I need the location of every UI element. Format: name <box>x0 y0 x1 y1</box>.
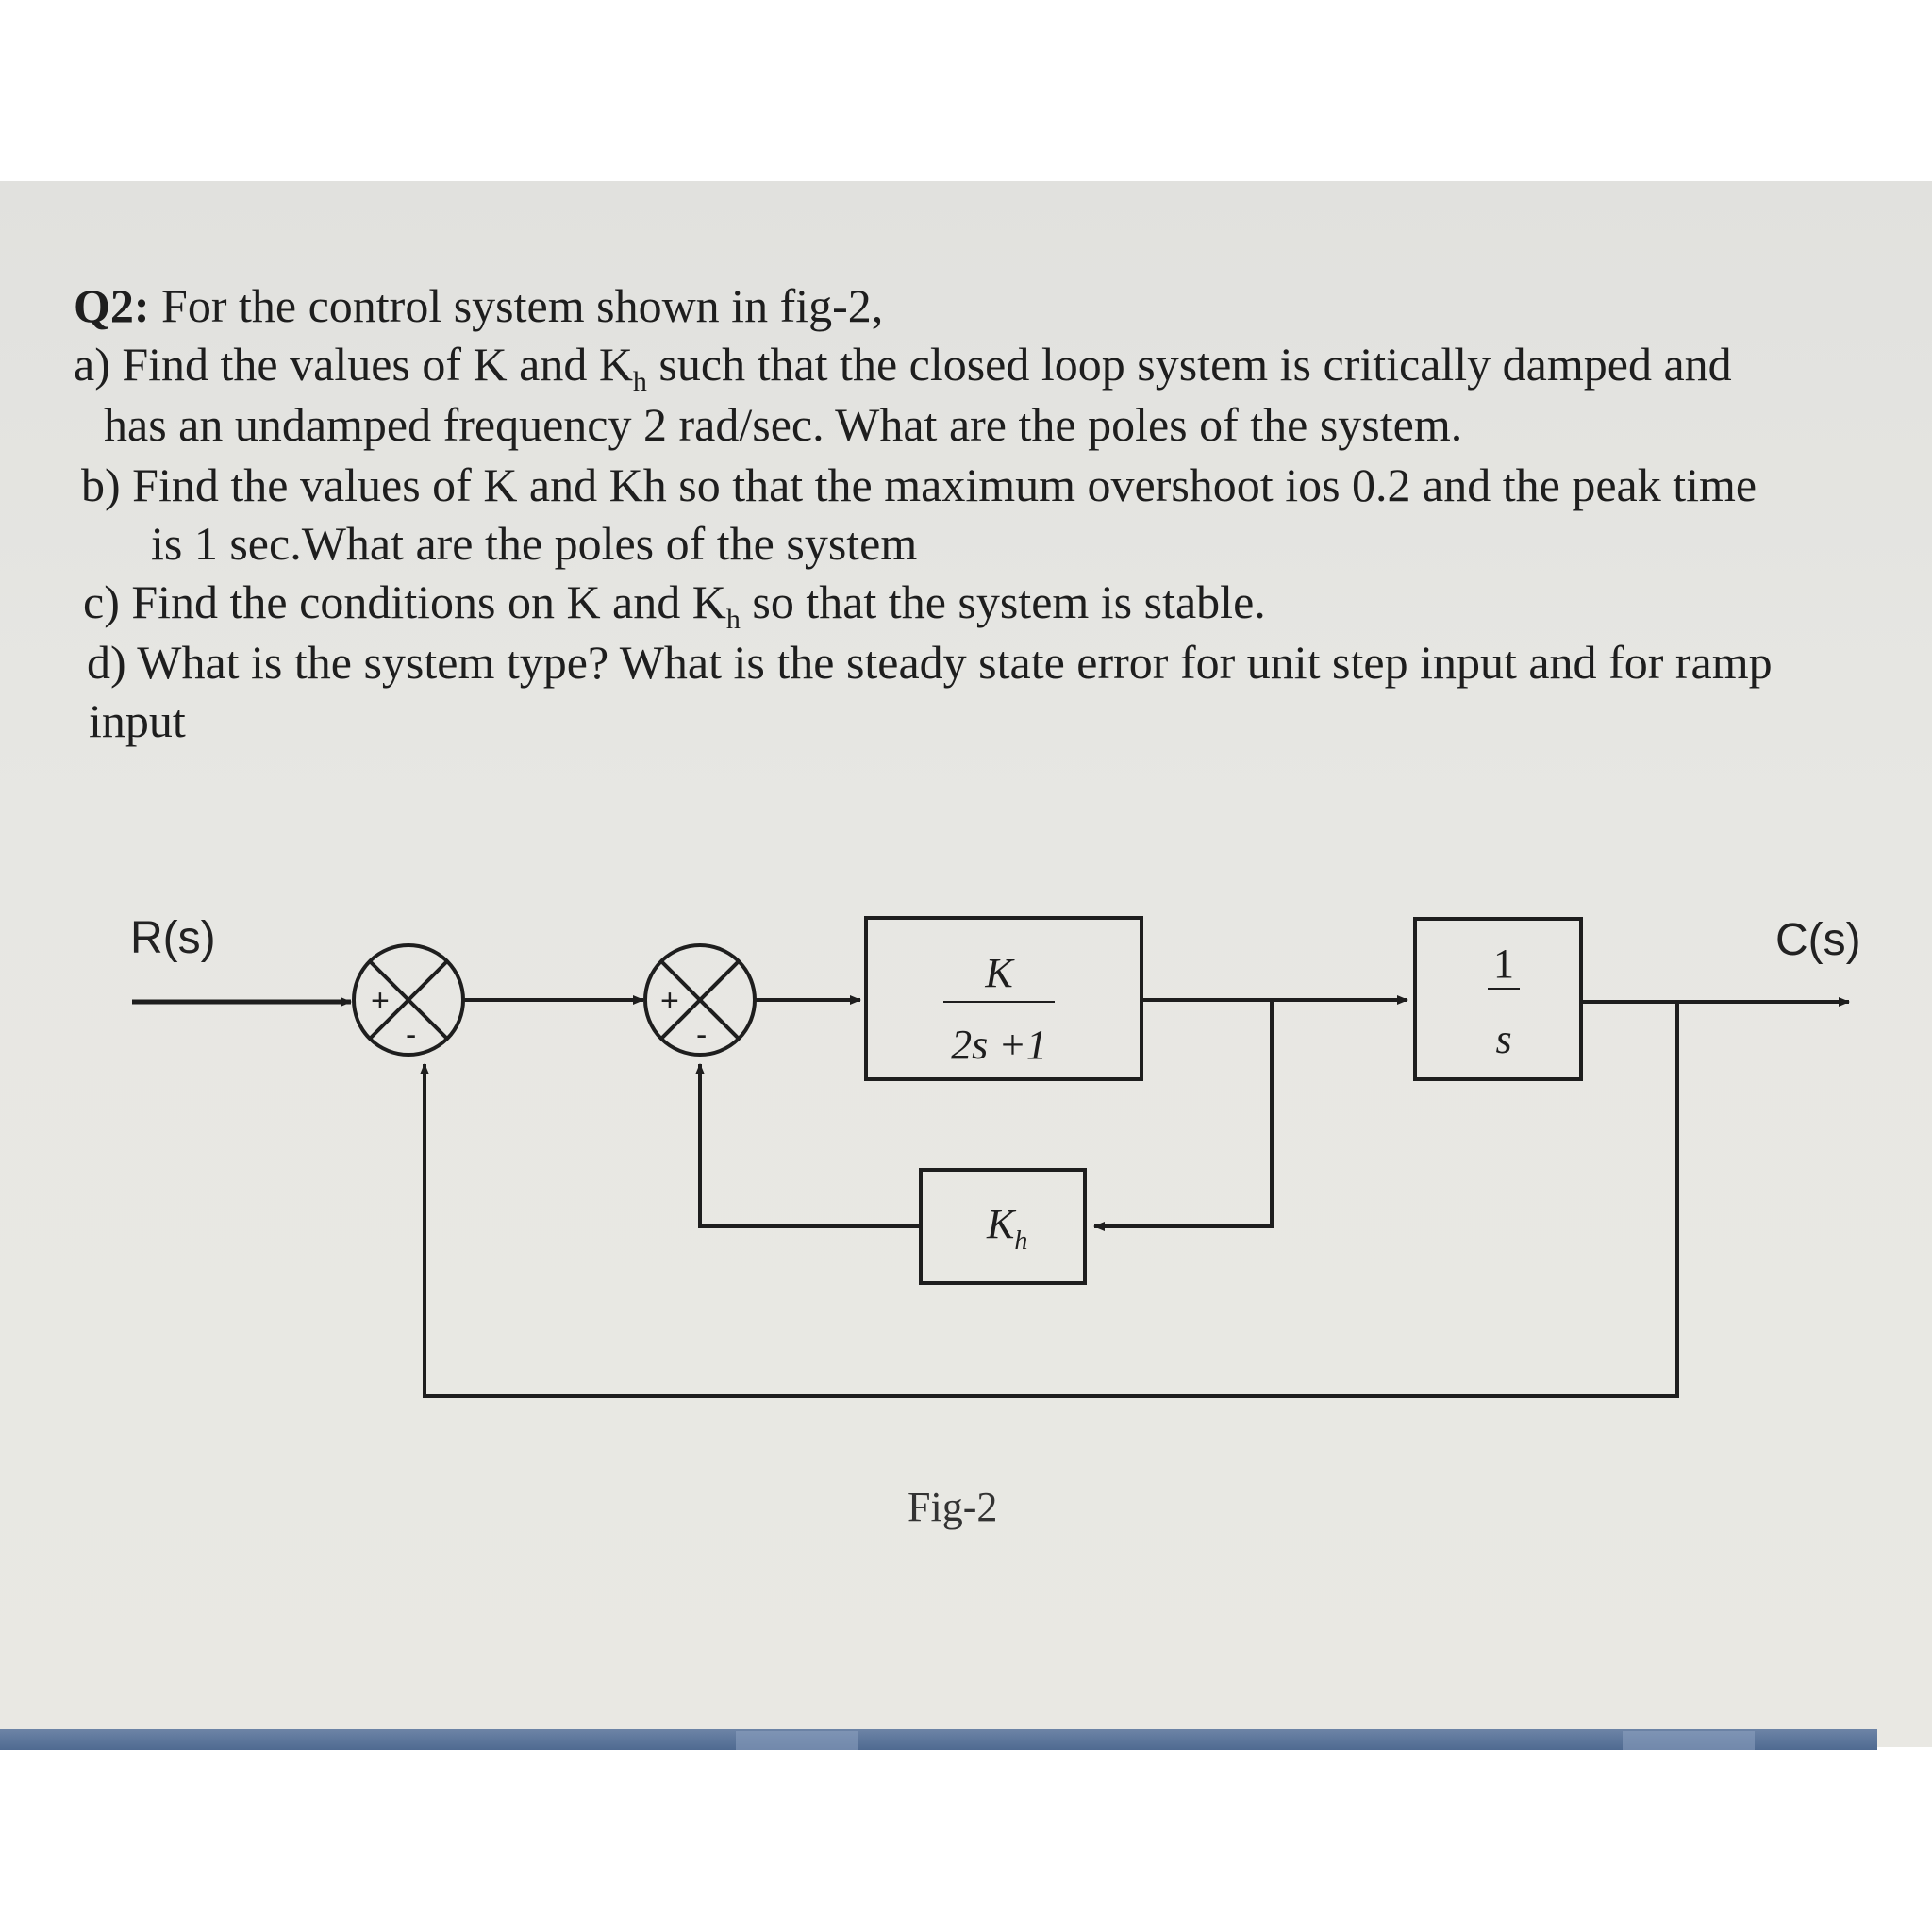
output-label: C(s) <box>1775 915 1861 965</box>
outer-feedback-line <box>420 1002 1679 1398</box>
feedback-gain-main: K <box>986 1201 1017 1247</box>
sum2-minus-sign: - <box>696 1017 707 1053</box>
question-header: Q2: For the control system shown in fig-… <box>74 275 883 336</box>
part-c-text-1: Find the conditions on K and K <box>131 575 726 628</box>
part-a-marker: a) <box>74 338 110 391</box>
part-c-sub: h <box>725 604 741 635</box>
part-d: d) What is the system type? What is the … <box>87 632 1773 692</box>
plant-denominator: 2s +1 <box>951 1022 1047 1068</box>
inner-feedback-return-line <box>695 1063 921 1228</box>
feedback-gain-label: Kh <box>986 1201 1027 1256</box>
summing-junction-1 <box>352 943 465 1057</box>
question-number: Q2: <box>74 279 150 332</box>
input-label: R(s) <box>130 913 216 963</box>
monitor-screen <box>0 181 1932 1747</box>
part-d-continuation: input <box>89 694 186 747</box>
part-d-marker: d) <box>87 636 126 689</box>
sum1-plus-sign: + <box>371 983 390 1019</box>
figure-caption: Fig-2 <box>908 1484 997 1530</box>
feedback-gain-sub: h <box>1014 1226 1027 1256</box>
summing-junction-2 <box>643 943 757 1057</box>
integrator-numerator: 1 <box>1493 941 1514 987</box>
part-a-text-2: such that the closed loop system is crit… <box>646 338 1732 391</box>
part-c-marker: c) <box>83 575 120 628</box>
question-intro: For the control system shown in fig-2, <box>161 279 884 332</box>
part-a: a) Find the values of K and Kh such that… <box>74 334 1732 412</box>
part-b-text: Find the values of K and Kh so that the … <box>132 458 1757 511</box>
part-c: c) Find the conditions on K and Kh so th… <box>83 572 1266 650</box>
part-a-sub: h <box>632 366 647 397</box>
plant-numerator: K <box>984 950 1015 996</box>
inner-feedback-line <box>1093 1000 1274 1231</box>
taskbar <box>0 1729 1877 1750</box>
integrator-block <box>1413 917 1583 1081</box>
part-d-text: What is the system type? What is the ste… <box>137 636 1773 689</box>
part-b-continuation: is 1 sec.What are the poles of the syste… <box>151 517 918 570</box>
sum1-minus-sign: - <box>406 1017 416 1053</box>
part-a-text-1: Find the values of K and K <box>122 338 633 391</box>
part-a-continuation: has an undamped frequency 2 rad/sec. Wha… <box>104 398 1463 451</box>
part-c-text-2: so that the system is stable. <box>740 575 1266 628</box>
sum2-plus-sign: + <box>660 983 679 1019</box>
integrator-denominator: s <box>1495 1016 1511 1062</box>
taskbar-item <box>1623 1731 1755 1750</box>
taskbar-item <box>736 1731 858 1750</box>
part-b: b) Find the values of K and Kh so that t… <box>81 455 1757 515</box>
part-b-marker: b) <box>81 458 121 511</box>
